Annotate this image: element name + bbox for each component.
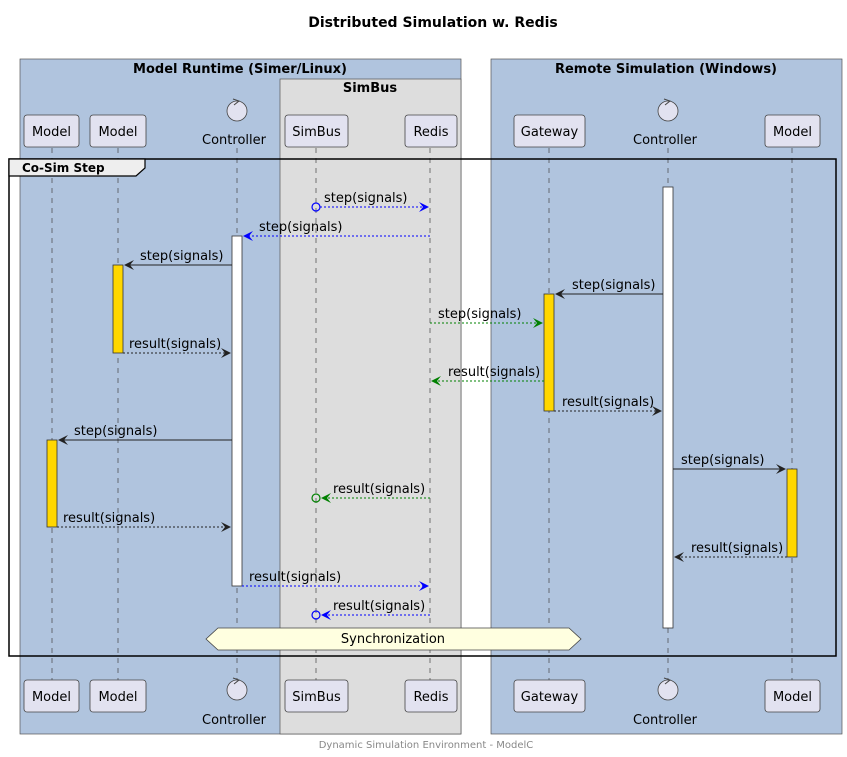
message-7-label: result(signals) (448, 365, 540, 380)
participant-model-a[interactable] (23, 114, 80, 148)
activation-model-c (786, 468, 798, 558)
participant-model-b-bottom[interactable] (89, 679, 147, 713)
message-3-label: step(signals) (140, 249, 224, 264)
participant-controller-left-label: Controller (202, 133, 267, 148)
participant-model-b[interactable] (89, 114, 147, 148)
box-model-runtime-label: Model Runtime (Simer/Linux) (133, 62, 347, 77)
participant-controller-left[interactable]: Controller (202, 98, 267, 148)
participant-simbus-bottom[interactable] (284, 679, 349, 713)
participant-model-b-bottom-label: Model (98, 690, 137, 705)
footer-caption: Dynamic Simulation Environment - ModelC (319, 740, 534, 751)
diagram-title: Distributed Simulation w. Redis (308, 15, 558, 31)
message-8: result(signals) (554, 395, 662, 416)
participant-redis[interactable] (404, 114, 458, 148)
message-1-label: step(signals) (324, 191, 408, 206)
control-arrow-icon (232, 677, 241, 685)
message-5: step(signals) (430, 307, 543, 328)
box-simbus (279, 78, 462, 735)
participant-model-a-label: Model (32, 125, 71, 140)
participant-controller-right-label: Controller (633, 133, 698, 148)
group-tab (8, 158, 146, 177)
participants-bottom: Model Model Controller SimBus Redis Gate… (23, 677, 821, 728)
control-arrow-icon (663, 98, 672, 106)
participant-model-c[interactable] (764, 114, 821, 148)
message-15: result(signals) (311, 599, 430, 620)
control-icon (226, 679, 248, 701)
control-icon (657, 679, 679, 701)
message-14: result(signals) (242, 570, 429, 591)
participant-controller-right[interactable]: Controller (633, 98, 698, 148)
message-9: step(signals) (58, 424, 232, 445)
box-simbus-label: SimBus (343, 81, 398, 96)
activation-controller-left (231, 235, 243, 587)
control-arrow-icon (663, 677, 672, 685)
participant-redis-bottom[interactable] (404, 679, 458, 713)
message-12: result(signals) (57, 511, 231, 532)
message-14-label: result(signals) (249, 570, 341, 585)
activation-model-a (46, 439, 58, 528)
message-10-label: step(signals) (681, 453, 765, 468)
participant-model-a-bottom-label: Model (32, 690, 71, 705)
message-10: step(signals) (673, 453, 786, 474)
participant-controller-left-bottom-label: Controller (202, 713, 267, 728)
message-4: step(signals) (555, 278, 663, 299)
message-9-label: step(signals) (74, 424, 158, 439)
activation-controller-right (662, 186, 674, 629)
message-4-label: step(signals) (572, 278, 656, 293)
group-label: Co-Sim Step (22, 161, 105, 175)
message-3: step(signals) (124, 249, 232, 270)
participant-redis-bottom-label: Redis (413, 690, 448, 705)
participant-model-c-bottom-label: Model (773, 690, 812, 705)
message-8-label: result(signals) (562, 395, 654, 410)
participant-controller-right-bottom-label: Controller (633, 713, 698, 728)
message-12-label: result(signals) (63, 511, 155, 526)
control-icon (226, 100, 248, 122)
message-7: result(signals) (431, 365, 544, 386)
message-13-label: result(signals) (691, 541, 783, 556)
message-origin-circle-icon (311, 202, 321, 212)
message-5-label: step(signals) (438, 307, 522, 322)
message-15-label: result(signals) (333, 599, 425, 614)
box-remote-label: Remote Simulation (Windows) (555, 62, 777, 77)
message-6: result(signals) (123, 337, 231, 358)
message-13: result(signals) (674, 541, 787, 562)
participant-redis-label: Redis (413, 125, 448, 140)
participant-model-b-label: Model (98, 125, 137, 140)
participant-gateway-bottom-label: Gateway (521, 690, 579, 705)
participant-gateway-bottom[interactable] (513, 679, 586, 713)
participant-model-c-label: Model (773, 125, 812, 140)
participant-simbus-bottom-label: SimBus (292, 690, 341, 705)
sync-hexagon (205, 627, 582, 651)
participant-simbus[interactable] (284, 114, 349, 148)
message-2-label: step(signals) (259, 220, 343, 235)
message-target-circle-icon (311, 610, 321, 620)
participants-top: Model Model Controller SimBus Redis Gate… (23, 98, 821, 148)
group-frame-co-sim-step (8, 158, 837, 657)
control-icon (657, 100, 679, 122)
sync-label: Synchronization (341, 632, 445, 647)
participant-gateway[interactable] (513, 114, 586, 148)
message-target-circle-icon (311, 493, 321, 503)
participant-controller-left-bottom[interactable]: Controller (202, 677, 267, 728)
message-2: step(signals) (243, 220, 430, 241)
message-6-label: result(signals) (129, 337, 221, 352)
message-11-label: result(signals) (333, 482, 425, 497)
participant-model-c-bottom[interactable] (764, 679, 821, 713)
participant-gateway-label: Gateway (521, 125, 579, 140)
message-11: result(signals) (311, 482, 430, 503)
activation-gateway (543, 293, 555, 412)
participant-model-a-bottom[interactable] (23, 679, 80, 713)
participant-simbus-label: SimBus (292, 125, 341, 140)
participant-controller-right-bottom[interactable]: Controller (633, 677, 698, 728)
activation-model-b (112, 264, 124, 354)
control-arrow-icon (232, 98, 241, 106)
message-1: step(signals) (311, 191, 429, 212)
